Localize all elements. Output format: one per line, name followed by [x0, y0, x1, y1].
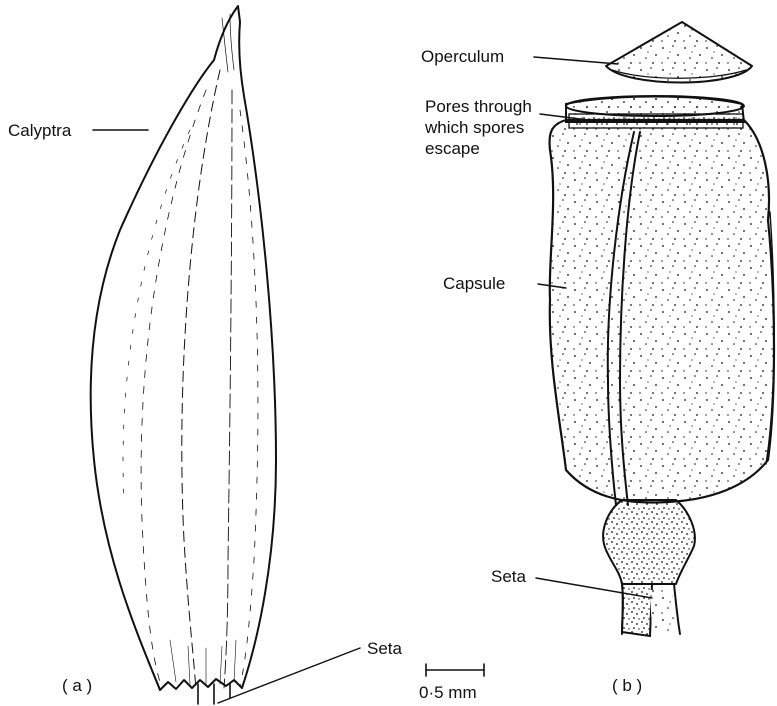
seta-b-label: Seta [491, 567, 527, 586]
operculum-leader-line [534, 57, 618, 64]
capsule-drawing [550, 96, 775, 636]
pores-label-line3: escape [425, 139, 480, 158]
panel-a-label: ( a ) [62, 676, 92, 695]
seta-a-label: Seta [367, 639, 403, 658]
operculum-label: Operculum [421, 47, 504, 66]
operculum-drawing [606, 22, 752, 83]
calyptra-drawing [91, 6, 276, 704]
scale-bar [426, 664, 484, 676]
scale-label: 0·5 mm [419, 683, 477, 702]
calyptra-label: Calyptra [8, 121, 72, 140]
seta-a-leader-line [218, 648, 360, 703]
pores-label-line1: Pores through [425, 97, 532, 116]
pores-label-line2: which spores [424, 118, 524, 137]
capsule-label: Capsule [443, 274, 505, 293]
panel-b-label: ( b ) [612, 676, 642, 695]
